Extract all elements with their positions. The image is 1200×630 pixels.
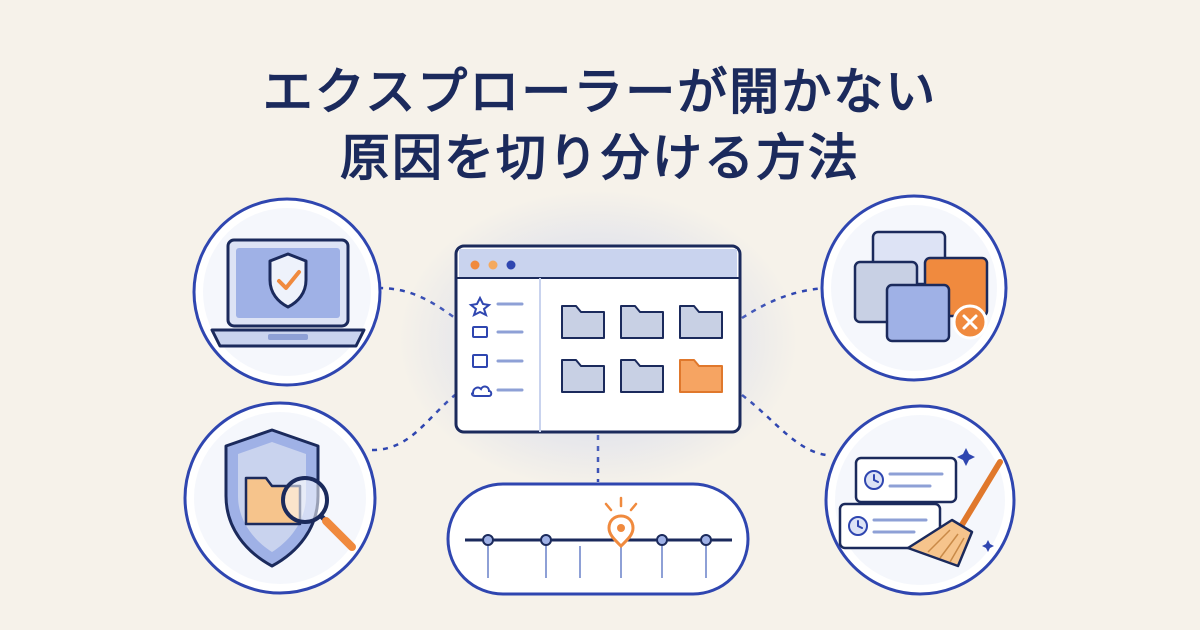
file-explorer-window-icon [454, 244, 742, 434]
page-title-line-2: 原因を切り分ける方法 [340, 129, 860, 187]
stacked-windows-error-icon [820, 194, 1008, 382]
timeline-icon [446, 482, 750, 596]
history-broom-icon [824, 404, 1016, 596]
laptop-shield-check-icon [192, 197, 382, 387]
shield-folder-magnifier-icon [183, 401, 377, 595]
page-title-line-1: エクスプローラーが開かない [262, 63, 938, 121]
